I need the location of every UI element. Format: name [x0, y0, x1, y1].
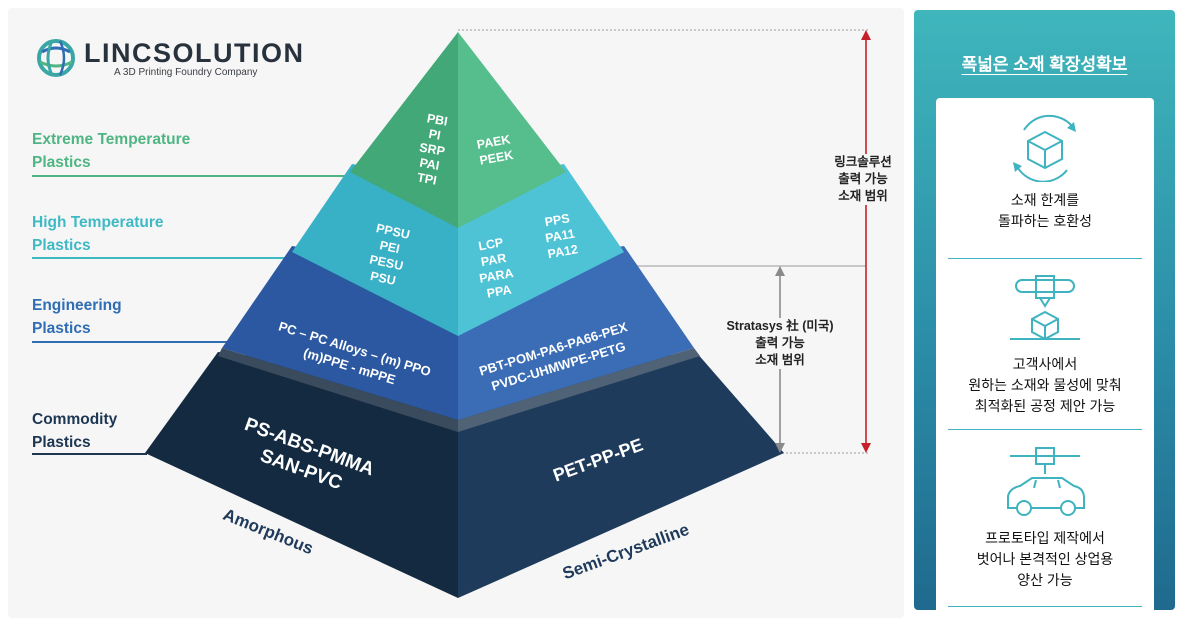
tier-label-commodity: Commodity Plastics — [32, 408, 117, 454]
logo-name: LINCSOLUTION — [84, 38, 305, 68]
company-logo: LINCSOLUTION A 3D Printing Foundry Compa… — [34, 36, 324, 81]
linc-annotation-line2: 출력 가능 — [838, 172, 888, 186]
tier-label-high-line1: High Temperature — [32, 214, 164, 231]
printer-nozzle-cube-icon — [1010, 275, 1080, 341]
feature-mass-production-line3: 양산 가능 — [1017, 572, 1073, 588]
logo-tagline: A 3D Printing Foundry Company — [114, 67, 258, 78]
tier-label-extreme-line1: Extreme Temperature — [32, 131, 191, 148]
material-pyramid — [145, 29, 871, 598]
feature-separator — [948, 606, 1142, 607]
tier-label-high: High Temperature Plastics — [32, 211, 164, 257]
stratasys-annotation-line1: Stratasys 社 (미국) — [726, 319, 834, 333]
linc-annotation-line3: 소재 범위 — [838, 189, 888, 203]
tier-label-engineering-line1: Engineering — [32, 297, 122, 314]
stratasys-arrow-top-head — [775, 266, 785, 276]
globe-logo-icon — [37, 39, 75, 77]
tier-divider-commodity — [32, 453, 147, 455]
feature-compatibility: 소재 한계를 돌파하는 호환성 — [936, 112, 1154, 229]
tier-label-extreme: Extreme Temperature Plastics — [32, 128, 190, 174]
feature-mass-production: 프로토타입 제작에서 벗어나 본격적인 상업용 양산 가능 — [936, 442, 1154, 588]
stratasys-range-annotation: Stratasys 社 (미국) 출력 가능 소재 범위 — [724, 318, 836, 369]
feature-separator — [948, 258, 1142, 259]
feature-custom-process-line1: 고객사에서 — [1012, 356, 1078, 372]
stratasys-annotation-line3: 소재 범위 — [755, 353, 805, 367]
cube-cycle-icon — [1013, 114, 1076, 183]
stratasys-annotation-line2: 출력 가능 — [755, 336, 805, 350]
high-temp-face-left — [292, 164, 458, 336]
feature-custom-process-line2: 원하는 소재와 물성에 맞춰 — [968, 377, 1122, 393]
linc-arrow-top-head — [861, 30, 871, 40]
feature-compatibility-line2: 돌파하는 호환성 — [997, 213, 1093, 229]
tier-divider-high — [32, 257, 300, 259]
feature-mass-production-line2: 벗어나 본격적인 상업용 — [976, 551, 1114, 567]
feature-mass-production-line1: 프로토타입 제작에서 — [985, 530, 1105, 546]
tier-divider-engineering — [32, 341, 232, 343]
feature-custom-process: 고객사에서 원하는 소재와 물성에 맞춰 최적화된 공정 제안 가능 — [936, 270, 1154, 414]
tier-label-commodity-line1: Commodity — [32, 411, 118, 428]
tier-label-commodity-line2: Plastics — [32, 434, 91, 451]
extreme-semicrystalline-list: PAEK PEEK — [475, 131, 515, 168]
material-features-panel: 폭넓은 소재 확장성확보 소재 한계를 돌파하는 호환성 — [914, 10, 1175, 618]
features-card: 소재 한계를 돌파하는 호환성 고객사에서 원하는 소재와 물성에 맞춰 최적화… — [936, 98, 1154, 618]
engineering-edge-right — [458, 348, 700, 432]
engineering-edge-left — [218, 348, 458, 432]
tier-label-high-line2: Plastics — [32, 237, 91, 254]
commodity-face-right — [458, 352, 784, 598]
high-temp-face-right — [458, 164, 624, 336]
extreme-face-right — [458, 32, 566, 228]
tier-divider-extreme — [32, 175, 352, 177]
feature-separator — [948, 429, 1142, 430]
feature-custom-process-line3: 최적화된 공정 제안 가능 — [974, 398, 1116, 414]
linc-range-annotation: 링크솔루션 출력 가능 소재 범위 — [830, 154, 896, 205]
feature-compatibility-line1: 소재 한계를 — [1010, 192, 1080, 208]
linc-annotation-line1: 링크솔루션 — [834, 155, 892, 169]
linc-arrow-bottom-head — [861, 443, 871, 453]
car-prototype-icon — [1007, 447, 1085, 516]
panel-title: 폭넓은 소재 확장성확보 — [961, 55, 1128, 74]
commodity-face-left — [145, 352, 458, 598]
stratasys-arrow-bottom-head — [775, 443, 785, 453]
extreme-face-left — [350, 32, 458, 228]
tier-label-engineering-line2: Plastics — [32, 320, 91, 337]
tier-label-engineering: Engineering Plastics — [32, 294, 122, 340]
tier-label-extreme-line2: Plastics — [32, 154, 91, 171]
